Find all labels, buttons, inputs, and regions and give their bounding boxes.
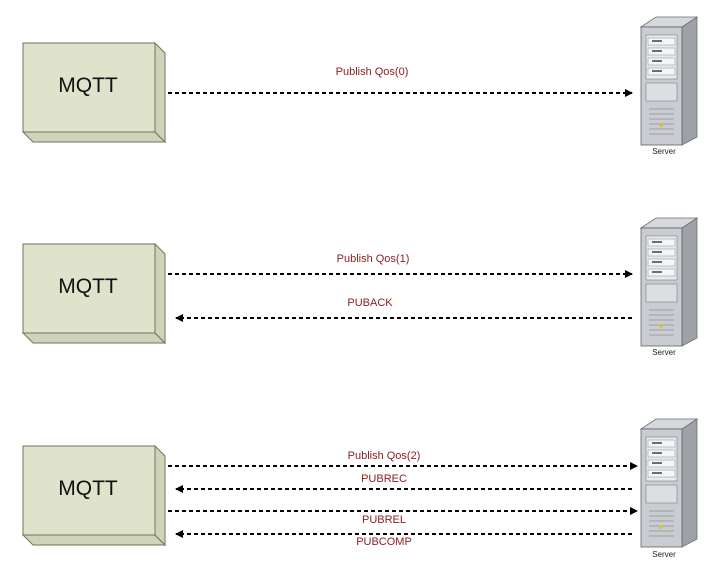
- mqtt-client-box: [22, 42, 156, 133]
- server-icon: [639, 16, 699, 146]
- mqtt-box-bottom-face: [21, 131, 167, 143]
- message-label-pubrel: PUBREL: [361, 514, 407, 526]
- mqtt-box-side-face: [154, 242, 166, 345]
- message-label-pubrec: PUBREC: [361, 473, 407, 485]
- mqtt-box-side-face: [154, 444, 166, 547]
- message-label-publish-qos1: Publish Qos(1): [336, 253, 410, 265]
- mqtt-client-box: [22, 243, 156, 334]
- message-label-pubcomp: PUBCOMP: [356, 536, 412, 548]
- mqtt-client-label-qos0: MQTT: [58, 74, 118, 97]
- mqtt-client-label-qos2: MQTT: [58, 477, 118, 500]
- mqtt-box-side-face: [154, 41, 166, 144]
- server-icon: [639, 217, 699, 347]
- server-label-qos1: Server: [652, 348, 676, 357]
- message-label-publish-qos0: Publish Qos(0): [335, 66, 409, 78]
- message-label-publish-qos2: Publish Qos(2): [347, 450, 421, 462]
- mqtt-box-bottom-face: [21, 534, 167, 546]
- mqtt-client-label-qos1: MQTT: [58, 275, 118, 298]
- server-label-qos2: Server: [652, 550, 676, 559]
- message-label-puback: PUBACK: [347, 297, 393, 309]
- server-label-qos0: Server: [652, 147, 676, 156]
- server-icon: [639, 418, 699, 548]
- mqtt-client-box: [22, 445, 156, 536]
- mqtt-box-bottom-face: [21, 332, 167, 344]
